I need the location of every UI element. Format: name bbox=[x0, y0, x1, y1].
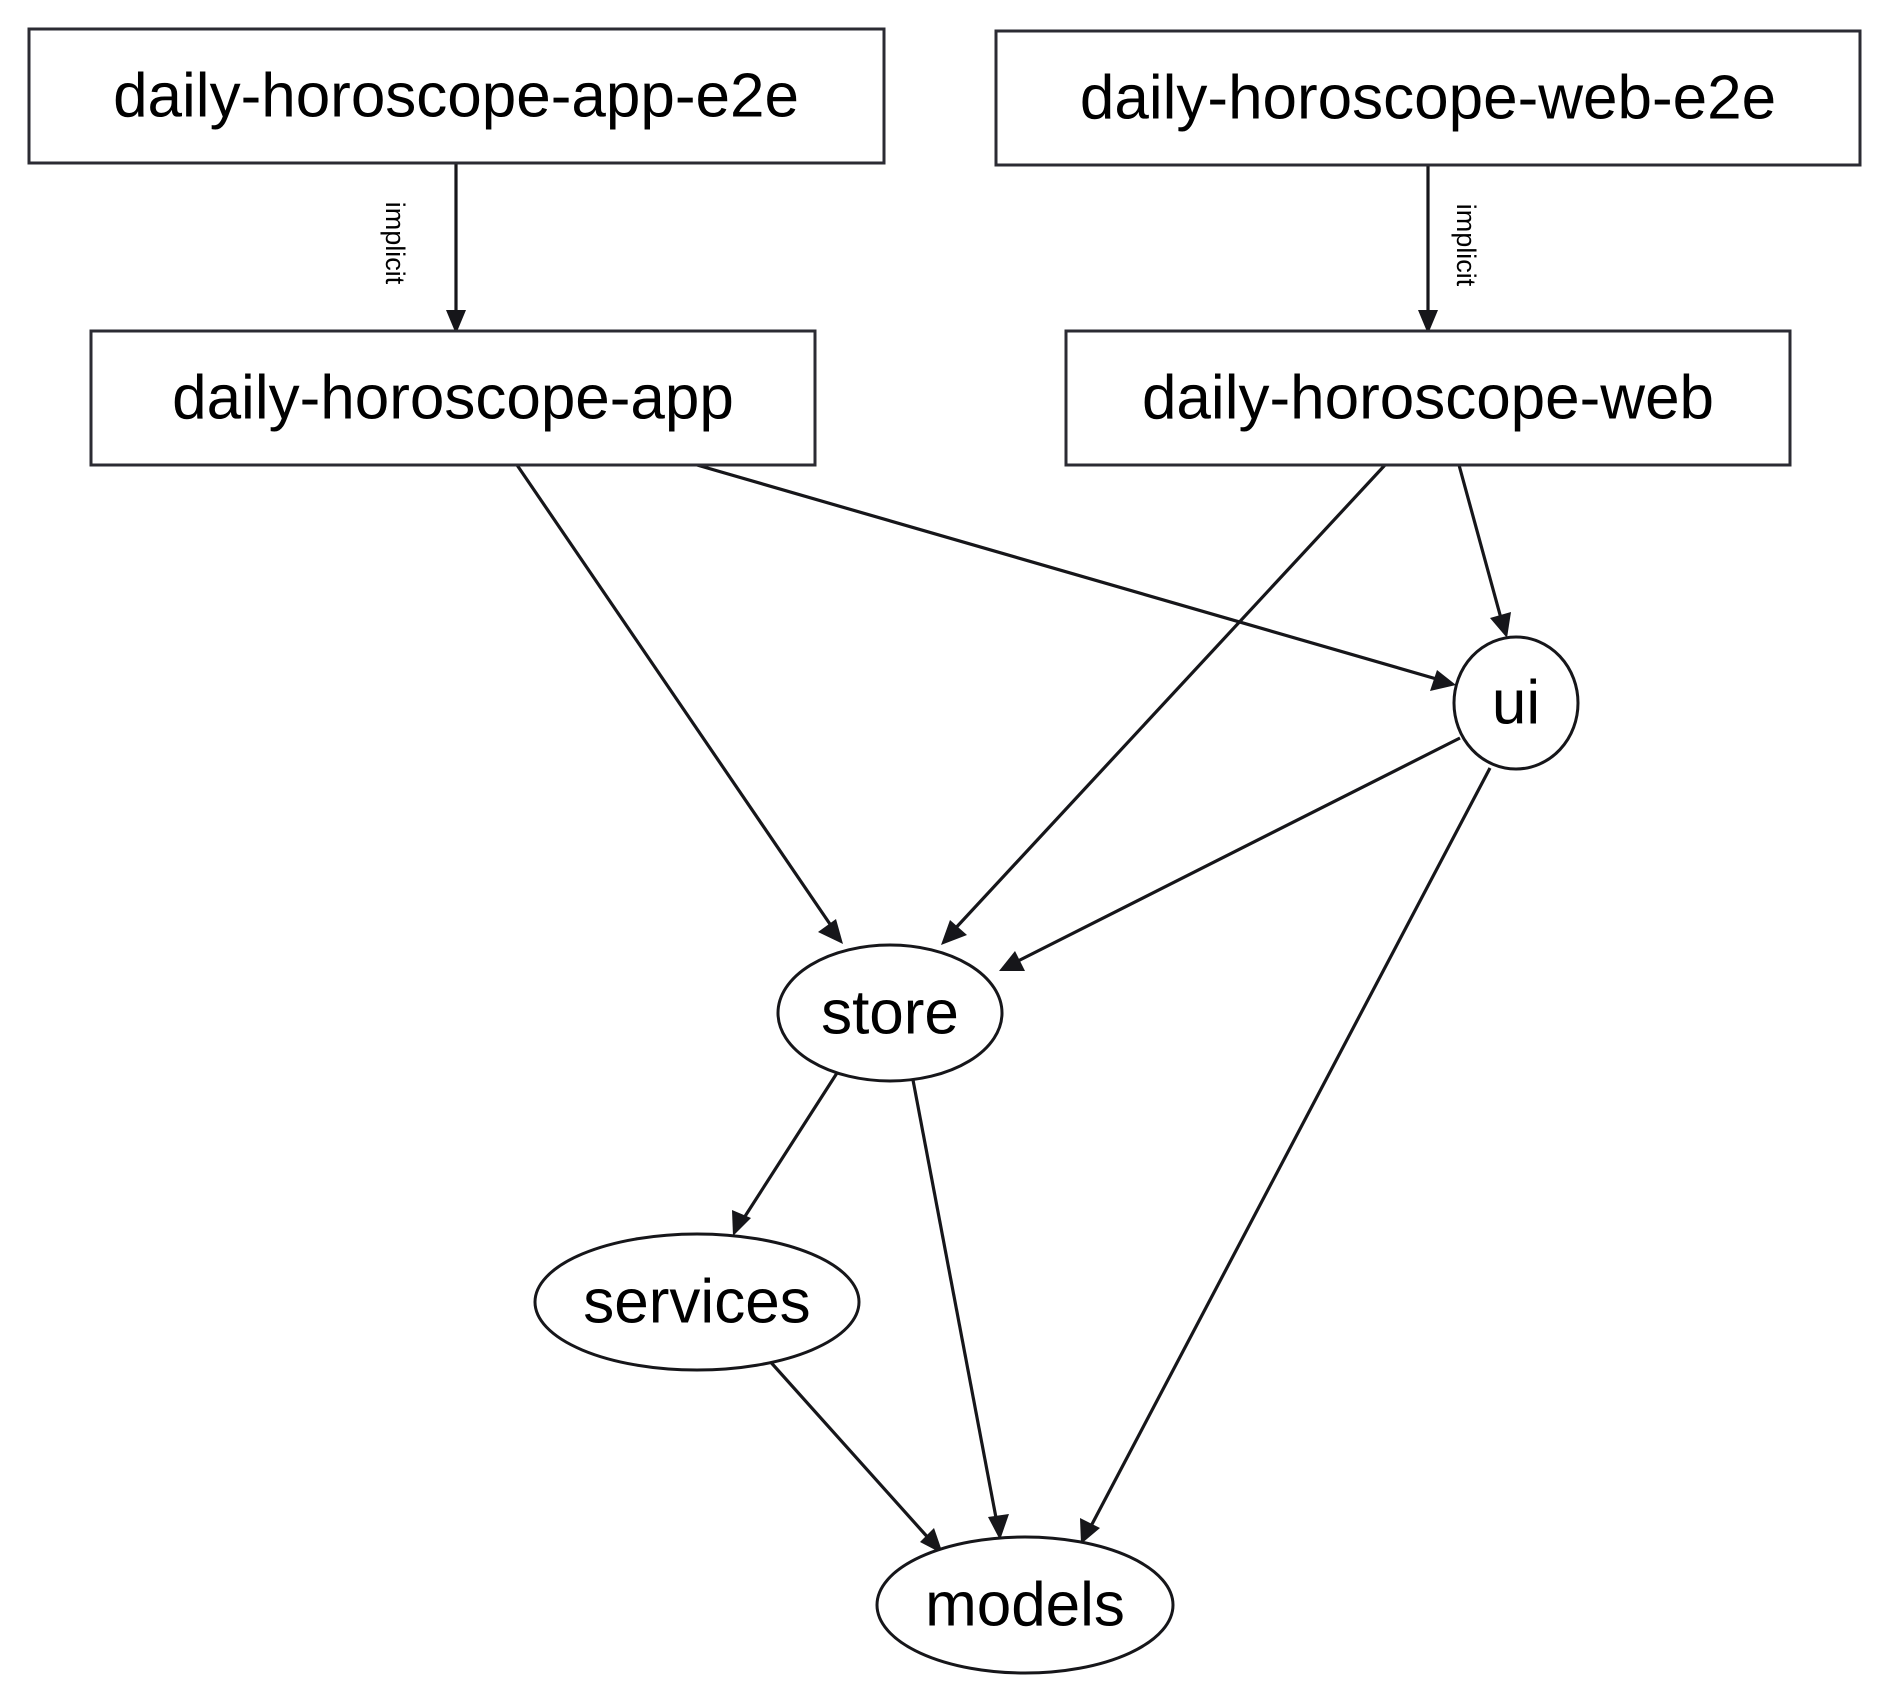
node-daily-horoscope-web[interactable]: daily-horoscope-web bbox=[1064, 329, 1792, 467]
edge-web-e2e-to-web[interactable]: implicit bbox=[1418, 165, 1481, 334]
edge-services-to-models[interactable] bbox=[765, 1356, 943, 1554]
node-daily-horoscope-app-e2e[interactable]: daily-horoscope-app-e2e bbox=[27, 27, 886, 165]
node-store[interactable]: store bbox=[776, 943, 1004, 1083]
edge-web-to-store[interactable] bbox=[941, 463, 1387, 945]
edge-app-to-ui[interactable] bbox=[696, 463, 1456, 691]
node-daily-horoscope-app[interactable]: daily-horoscope-app bbox=[89, 329, 817, 467]
edge-ui-to-models[interactable] bbox=[1080, 767, 1492, 1544]
node-models[interactable]: models bbox=[875, 1535, 1175, 1675]
edge-label-implicit-web: implicit bbox=[1451, 204, 1481, 287]
node-label-models: models bbox=[925, 1570, 1125, 1639]
edge-store-to-models[interactable] bbox=[911, 1079, 1009, 1540]
node-daily-horoscope-web-e2e[interactable]: daily-horoscope-web-e2e bbox=[994, 29, 1862, 167]
edge-store-to-services[interactable] bbox=[732, 1072, 839, 1236]
edge-web-to-ui[interactable] bbox=[1457, 464, 1511, 638]
node-ui[interactable]: ui bbox=[1452, 635, 1580, 771]
node-label-daily-horoscope-app-e2e: daily-horoscope-app-e2e bbox=[113, 61, 799, 130]
edge-layer: implicit implicit bbox=[380, 163, 1511, 1554]
node-layer: daily-horoscope-app-e2e daily-horoscope-… bbox=[27, 27, 1862, 1675]
node-label-daily-horoscope-web-e2e: daily-horoscope-web-e2e bbox=[1080, 63, 1776, 132]
edge-app-e2e-to-app[interactable]: implicit bbox=[380, 163, 466, 334]
node-label-store: store bbox=[821, 978, 959, 1047]
node-label-daily-horoscope-app: daily-horoscope-app bbox=[172, 363, 734, 432]
node-label-services: services bbox=[583, 1267, 810, 1336]
edge-app-to-store[interactable] bbox=[515, 464, 843, 944]
node-services[interactable]: services bbox=[533, 1232, 861, 1372]
edge-ui-to-store[interactable] bbox=[999, 736, 1461, 971]
node-label-ui: ui bbox=[1492, 668, 1540, 737]
node-label-daily-horoscope-web: daily-horoscope-web bbox=[1142, 363, 1714, 432]
edge-label-implicit-app: implicit bbox=[380, 202, 410, 285]
